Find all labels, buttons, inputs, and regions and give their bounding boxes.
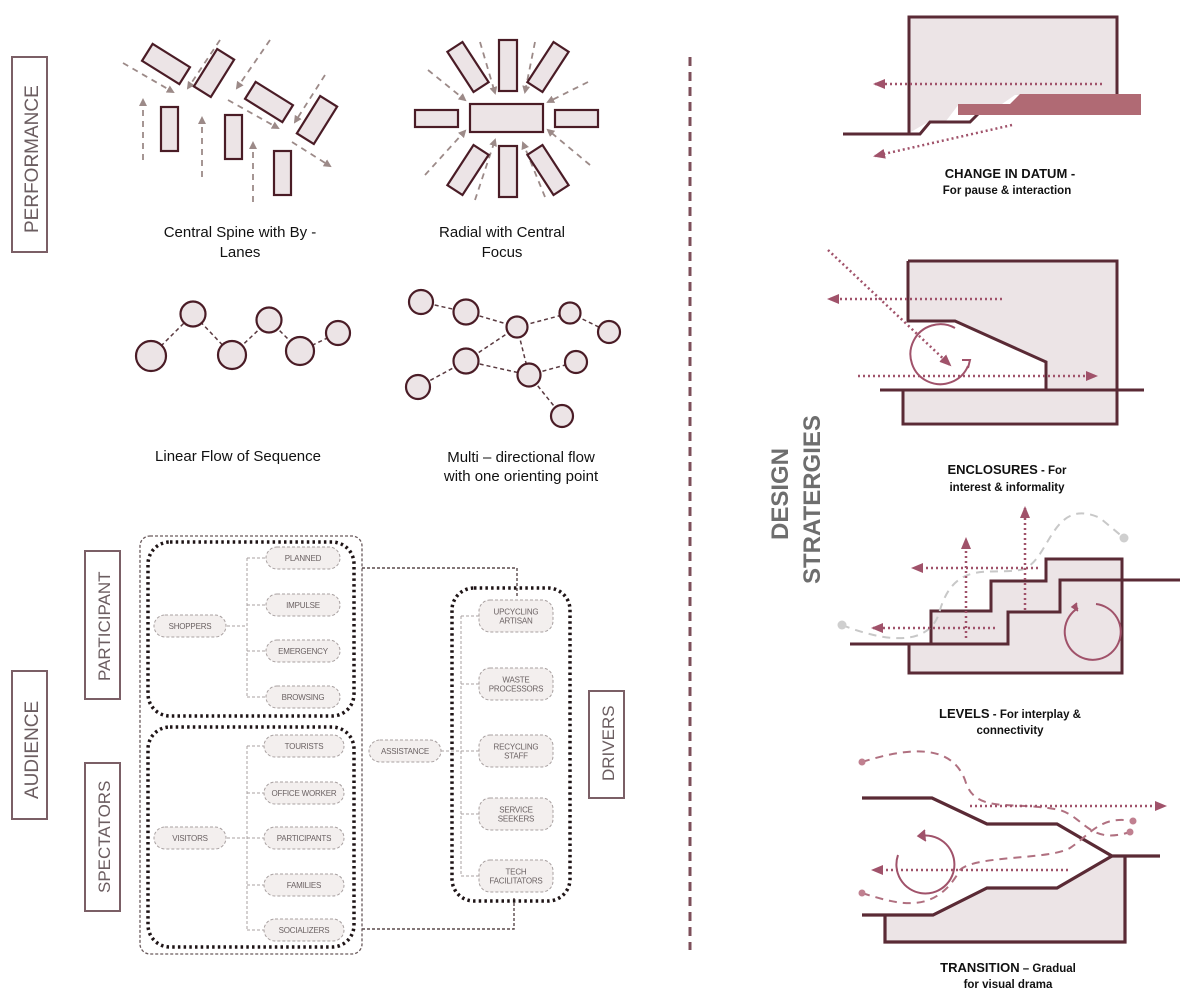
- transition-diagram: [858, 750, 1167, 944]
- pill-participant-3: BROWSING: [265, 685, 341, 709]
- pill-spectator-1: OFFICE WORKER: [263, 781, 345, 805]
- pill-spectator-4-label: SOCIALIZERS: [279, 926, 330, 935]
- pill-participant-1-label: IMPULSE: [286, 601, 320, 610]
- change-in-datum-subtitle: For pause & interaction: [943, 185, 1071, 197]
- pill-spectator-0: TOURISTS: [263, 734, 345, 758]
- participant-label-box: PARTICIPANT: [84, 550, 121, 700]
- participant-label: PARTICIPANT: [95, 571, 114, 681]
- pill-participant-1: IMPULSE: [265, 593, 341, 617]
- performance-label-box: PERFORMANCE: [11, 56, 48, 253]
- multi-directional-diagram: [404, 288, 622, 429]
- transition-title: TRANSITION – Gradual: [940, 960, 1076, 975]
- pill-driver-1-label: PROCESSORS: [489, 685, 543, 694]
- central-spine-caption-2: Lanes: [220, 244, 261, 261]
- central-spine-diagram: [122, 39, 339, 202]
- pill-driver-0-label: UPCYCLING: [494, 608, 539, 617]
- audience-pills: SHOPPERS PLANNED IMPULSE EMERGENCY BROWSING V…: [153, 546, 554, 942]
- enclosures-title: ENCLOSURES - For: [947, 462, 1067, 477]
- audience-label-box: AUDIENCE: [11, 670, 48, 820]
- audience-outer-container: [139, 535, 363, 955]
- pill-driver-3-label: SERVICE: [499, 806, 533, 815]
- spine-arrows: [122, 39, 332, 202]
- transition-subtitle: for visual drama: [964, 979, 1053, 991]
- pill-driver-4-label: TECH: [506, 868, 527, 877]
- linear-flow-caption: Linear Flow of Sequence: [155, 448, 321, 465]
- pill-assistance-label: ASSISTANCE: [381, 747, 429, 756]
- enclosures-subtitle: interest & informality: [949, 482, 1065, 494]
- pill-visitors-label: VISITORS: [172, 834, 208, 843]
- spectators-label: SPECTATORS: [95, 781, 114, 893]
- levels-diagram: [837, 506, 1180, 675]
- performance-label: PERFORMANCE: [22, 85, 43, 233]
- pill-assistance: ASSISTANCE: [368, 739, 442, 763]
- pill-spectator-0-label: TOURISTS: [285, 742, 324, 751]
- linear-flow-diagram: [134, 300, 352, 373]
- pill-spectator-2-label: PARTICIPANTS: [277, 834, 332, 843]
- change-in-datum-title: CHANGE IN DATUM -: [945, 166, 1075, 181]
- multi-directional-caption-2: with one orienting point: [443, 468, 599, 485]
- pill-participant-0-label: PLANNED: [285, 554, 322, 563]
- drivers-label-box: DRIVERS: [588, 690, 625, 799]
- radial-caption-1: Radial with Central: [439, 224, 565, 241]
- pill-visitors: VISITORS: [153, 826, 227, 850]
- pill-participant-3-label: BROWSING: [282, 693, 325, 702]
- levels-subtitle: connectivity: [976, 725, 1044, 737]
- radial-caption-2: Focus: [482, 244, 523, 261]
- radial-diagram: [413, 38, 600, 201]
- pill-spectator-3: FAMILIES: [263, 873, 345, 897]
- pill-shoppers-label: SHOPPERS: [169, 622, 212, 631]
- pill-driver-2-label: RECYCLING: [494, 743, 539, 752]
- pill-driver-4-label: FACILITATORS: [489, 877, 542, 886]
- change-in-datum-diagram: [843, 15, 1141, 159]
- participant-group: [146, 540, 356, 718]
- pill-spectator-3-label: FAMILIES: [287, 881, 321, 890]
- multi-directional-caption-1: Multi – directional flow: [447, 449, 595, 466]
- pill-participant-2-label: EMERGENCY: [278, 647, 329, 656]
- design-strategies-label-2: STRATERGIES: [799, 415, 826, 584]
- pill-spectator-1-label: OFFICE WORKER: [272, 789, 337, 798]
- central-spine-caption-1: Central Spine with By -: [164, 224, 317, 241]
- pill-driver-1-label: WASTE: [502, 676, 529, 685]
- pill-participant-0: PLANNED: [265, 546, 341, 570]
- radial-arrows: [424, 41, 591, 201]
- drivers-links: [362, 567, 518, 930]
- audience-label: AUDIENCE: [22, 701, 43, 799]
- enclosures-diagram: [827, 249, 1144, 426]
- pill-driver-0-label: ARTISAN: [499, 617, 533, 626]
- spectators-label-box: SPECTATORS: [84, 762, 121, 912]
- pill-driver-2-label: STAFF: [504, 752, 528, 761]
- audience-tree-lines: [227, 557, 479, 931]
- drivers-label: DRIVERS: [599, 705, 618, 781]
- pill-spectator-2: PARTICIPANTS: [263, 826, 345, 850]
- design-strategies-label-1: DESIGN: [767, 448, 794, 540]
- levels-title: LEVELS - For interplay &: [939, 706, 1081, 721]
- pill-spectator-4: SOCIALIZERS: [263, 918, 345, 942]
- pill-shoppers: SHOPPERS: [153, 614, 227, 638]
- pill-driver-3-label: SEEKERS: [498, 815, 534, 824]
- pill-participant-2: EMERGENCY: [265, 639, 341, 663]
- spectators-group: [146, 725, 356, 949]
